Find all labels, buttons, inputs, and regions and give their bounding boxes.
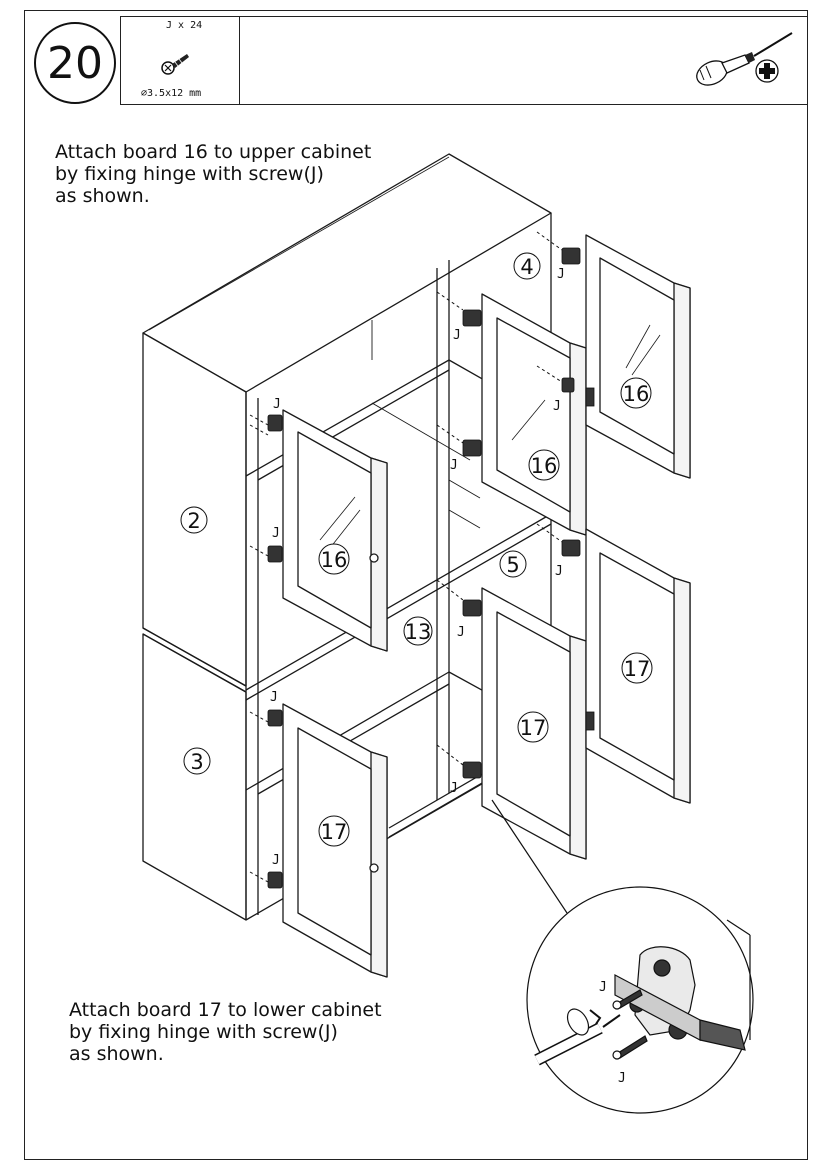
svg-text:16: 16 bbox=[321, 548, 348, 572]
phillips-icon bbox=[755, 59, 779, 83]
svg-text:16: 16 bbox=[623, 382, 650, 406]
instruction-upper: Attach board 16 to upper cabinet by fixi… bbox=[55, 141, 372, 207]
board-label-17-right: 17 bbox=[621, 652, 653, 684]
svg-text:5: 5 bbox=[506, 553, 519, 577]
svg-text:J: J bbox=[272, 853, 280, 868]
board-label-4: 4 bbox=[513, 252, 541, 280]
svg-text:J: J bbox=[555, 564, 563, 579]
svg-text:J: J bbox=[450, 781, 458, 796]
svg-text:J: J bbox=[450, 458, 458, 473]
board-label-3: 3 bbox=[183, 747, 211, 775]
board-label-16-left: 16 bbox=[318, 543, 350, 575]
detail-screw-label-bottom: J bbox=[618, 1071, 626, 1086]
svg-text:J: J bbox=[457, 625, 465, 640]
svg-text:J: J bbox=[273, 397, 281, 412]
svg-text:J: J bbox=[557, 267, 565, 282]
svg-text:17: 17 bbox=[624, 657, 651, 681]
detail-screw-label-top: J bbox=[599, 980, 607, 995]
svg-text:2: 2 bbox=[187, 509, 200, 533]
svg-text:J: J bbox=[553, 399, 561, 414]
svg-text:13: 13 bbox=[405, 620, 432, 644]
instruction-lower: Attach board 17 to lower cabinet by fixi… bbox=[69, 999, 382, 1065]
board-label-2: 2 bbox=[180, 506, 208, 534]
screwdriver-icon bbox=[696, 32, 793, 86]
hinge-detail-callout bbox=[491, 799, 754, 1114]
svg-text:4: 4 bbox=[520, 255, 533, 279]
screw-icon bbox=[161, 54, 189, 75]
board-label-5: 5 bbox=[499, 550, 527, 578]
screw-quantity: J x 24 bbox=[166, 20, 203, 31]
svg-text:3: 3 bbox=[190, 750, 203, 774]
screw-size: ∅3.5x12 mm bbox=[141, 88, 202, 99]
svg-text:J: J bbox=[453, 328, 461, 343]
board-label-13: 13 bbox=[403, 616, 433, 646]
svg-text:17: 17 bbox=[520, 716, 547, 740]
screw-labels: J J J J J J J J J J J bbox=[270, 267, 565, 868]
svg-text:17: 17 bbox=[321, 820, 348, 844]
svg-text:16: 16 bbox=[531, 454, 558, 478]
parts-box bbox=[120, 16, 808, 105]
board-label-16-right: 16 bbox=[620, 377, 652, 409]
svg-text:J: J bbox=[272, 526, 280, 541]
page-frame bbox=[24, 10, 808, 1160]
board-label-17-middle: 17 bbox=[517, 711, 549, 743]
step-number: 20 bbox=[34, 22, 116, 104]
svg-text:J: J bbox=[270, 690, 278, 705]
board-label-17-left: 17 bbox=[318, 815, 350, 847]
board-label-16-middle: 16 bbox=[528, 449, 560, 481]
parts-cell bbox=[120, 16, 240, 105]
